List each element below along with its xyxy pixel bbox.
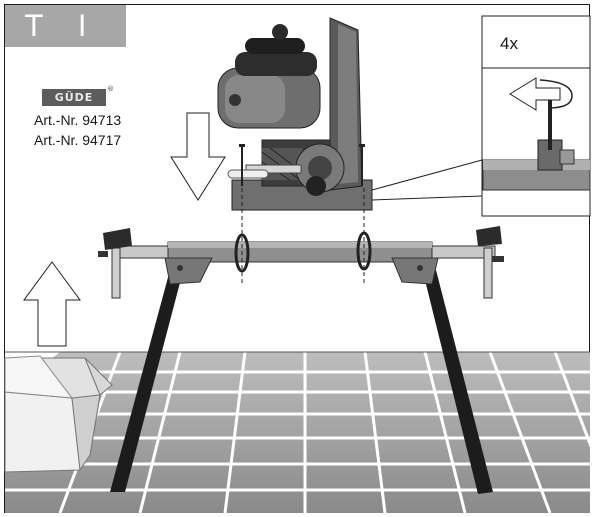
registered-mark: ® bbox=[107, 85, 114, 93]
brand-logo: GÜDE bbox=[42, 89, 106, 106]
miter-saw bbox=[217, 17, 373, 211]
alignment-guides bbox=[241, 188, 365, 283]
stand-rail bbox=[98, 226, 504, 299]
article-number-2: Art.-Nr. 94717 bbox=[34, 132, 122, 148]
screw-count: 4x bbox=[500, 34, 518, 53]
tip-badge: T I P bbox=[5, 5, 126, 85]
detail-inset bbox=[481, 15, 591, 217]
arrow-down-icon bbox=[170, 112, 226, 201]
cardboard-box bbox=[4, 355, 113, 473]
rotate-arrow-icon bbox=[509, 77, 573, 111]
stand-legs bbox=[110, 270, 493, 494]
article-number-1: Art.-Nr. 94713 bbox=[34, 112, 122, 128]
floor-grid bbox=[5, 351, 592, 514]
callout-lines bbox=[371, 159, 483, 201]
arrow-up-icon bbox=[23, 261, 81, 347]
